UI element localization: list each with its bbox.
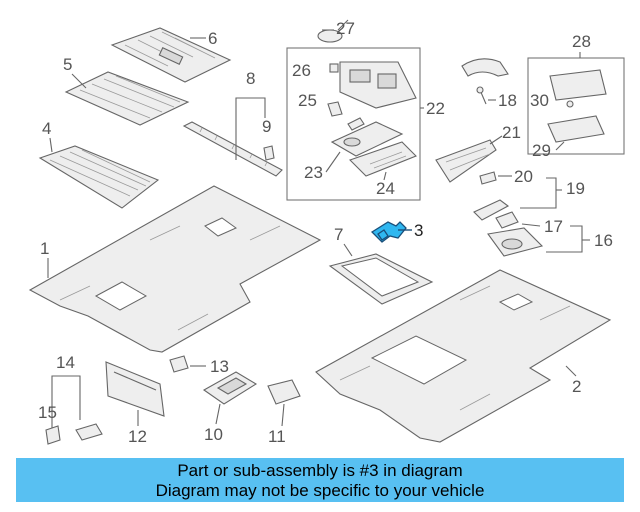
callout-11: 11 <box>268 427 286 446</box>
info-banner: Part or sub-assembly is #3 in diagram Di… <box>16 458 624 502</box>
part-28-vanity-lamp <box>549 69 607 101</box>
callout-21: 21 <box>502 123 521 142</box>
callout-8: 8 <box>246 69 255 88</box>
callout-4: 4 <box>42 119 51 138</box>
part-2-headliner-sunroof <box>315 269 612 443</box>
callout-5: 5 <box>63 55 72 74</box>
callout-14: 14 <box>56 353 75 372</box>
callout-23: 23 <box>304 163 323 182</box>
part-20-connector <box>479 171 497 185</box>
headliner-parts-diagram: 6 5 4 8 9 27 22 26 25 <box>28 19 625 446</box>
callout-1: 1 <box>40 239 49 258</box>
callout-12: 12 <box>128 427 147 446</box>
callout-26: 26 <box>292 61 311 80</box>
part-12-sun-visor <box>105 361 165 417</box>
callout-6: 6 <box>208 29 217 48</box>
callout-13: 13 <box>210 357 229 376</box>
part-8-trim-strip <box>182 121 283 177</box>
part-21-bracket <box>435 139 497 183</box>
part-10-cover <box>202 371 258 405</box>
callout-2: 2 <box>572 377 581 396</box>
part-13-visor-bracket <box>169 355 189 373</box>
callout-27: 27 <box>336 19 355 38</box>
part-7-sunroof-frame <box>328 253 434 305</box>
callout-19: 19 <box>566 179 585 198</box>
part-22-overhead-console <box>339 61 417 109</box>
part-24-lamp-housing <box>348 141 417 177</box>
part-14-holder <box>75 423 103 441</box>
part-29-lamp-lens <box>547 115 605 143</box>
callout-10: 10 <box>204 425 223 444</box>
callout-15: 15 <box>38 403 57 422</box>
banner-line-2: Diagram may not be specific to your vehi… <box>155 481 485 500</box>
callout-16: 16 <box>594 231 613 250</box>
part-16-dome-lamp <box>487 227 544 257</box>
callout-7: 7 <box>334 225 343 244</box>
part-18-assist-grip <box>461 58 509 105</box>
part-5-insulation-pad <box>64 71 190 126</box>
part-9-clip <box>263 145 275 161</box>
callout-29: 29 <box>532 141 551 160</box>
part-23-lens-cover <box>330 121 404 157</box>
banner-line-1: Part or sub-assembly is #3 in diagram <box>177 461 463 480</box>
callout-22: 22 <box>426 99 445 118</box>
part-1-headliner <box>28 185 322 353</box>
part-27-map-lamp-bulb <box>317 19 349 43</box>
part-19-wiring <box>473 199 510 221</box>
part-26-bulb <box>329 63 339 73</box>
part-3-highlighted-bracket <box>370 221 407 243</box>
assembly-28-frame <box>527 57 625 155</box>
part-6-insulation-pad <box>110 27 232 83</box>
part-11-switch <box>267 379 301 405</box>
part-30-bulb <box>566 100 574 108</box>
callout-30: 30 <box>530 91 549 110</box>
assembly-22-frame <box>286 47 421 201</box>
callout-25: 25 <box>298 91 317 110</box>
part-15-clip <box>45 425 61 445</box>
callout-3: 3 <box>414 221 423 240</box>
part-25-lens <box>327 101 343 117</box>
callout-17: 17 <box>544 217 563 236</box>
callout-18: 18 <box>498 91 517 110</box>
callout-28: 28 <box>572 32 591 51</box>
callout-20: 20 <box>514 167 533 186</box>
callout-9: 9 <box>262 117 271 136</box>
part-4-insulation-pad <box>38 145 160 209</box>
callout-24: 24 <box>376 179 395 198</box>
